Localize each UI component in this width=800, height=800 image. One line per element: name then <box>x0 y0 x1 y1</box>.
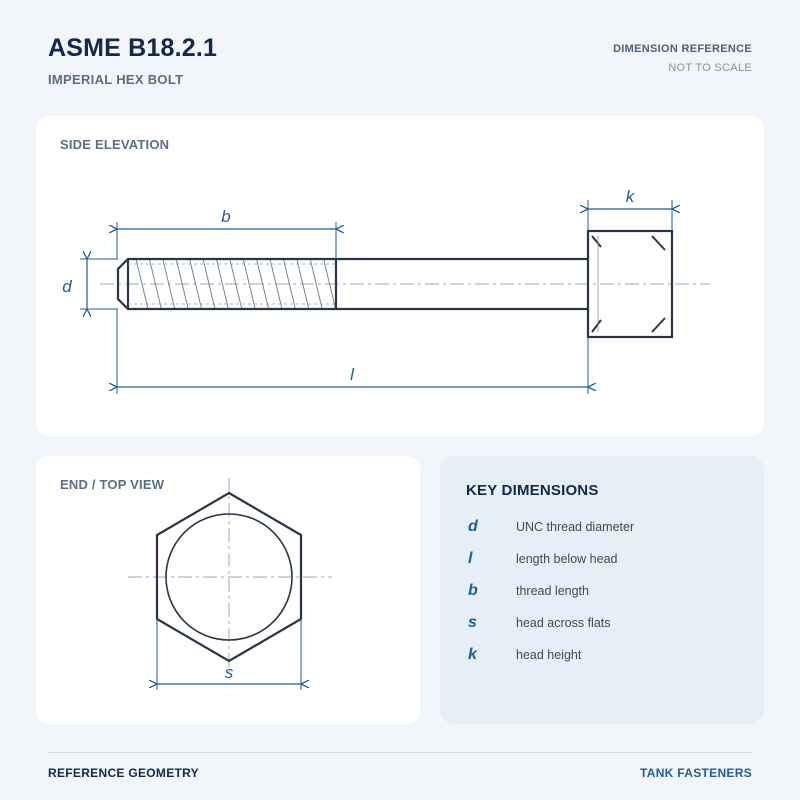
dimension-l-label: l <box>350 365 355 384</box>
end-view-drawing: s <box>128 478 332 690</box>
footer-divider <box>48 752 752 753</box>
dimension-s: s <box>157 619 301 690</box>
key-symbol: s <box>468 614 477 631</box>
bolt-shank-outline <box>334 257 588 311</box>
hex-head-outline <box>155 491 303 663</box>
key-description: head height <box>516 648 582 662</box>
bearing-face-circle <box>165 513 293 641</box>
reference-label: DIMENSION REFERENCE <box>613 43 752 55</box>
key-description: UNC thread diameter <box>516 520 635 534</box>
key-row-l: l length below head <box>466 550 746 582</box>
footer-brand: TANK FASTENERS <box>640 766 752 780</box>
key-row-d: d UNC thread diameter <box>466 518 746 550</box>
key-symbol: k <box>468 646 477 663</box>
side-elevation-card: SIDE ELEVATION <box>36 116 764 436</box>
key-row-b: b thread length <box>466 582 746 614</box>
side-elevation-label: SIDE ELEVATION <box>60 137 170 152</box>
key-symbol: b <box>468 582 478 599</box>
bolt-tip-outline <box>116 257 336 311</box>
key-description: thread length <box>516 584 589 598</box>
key-dimensions-card: KEY DIMENSIONS d UNC thread diameter l leng… <box>440 456 764 724</box>
bolt-head-outline <box>586 229 674 339</box>
dimension-k: k <box>588 187 672 231</box>
side-elevation-drawing: b k d l <box>62 187 710 394</box>
key-dimensions-title: KEY DIMENSIONS <box>466 482 599 499</box>
key-symbol: l <box>468 550 473 567</box>
page-subtitle: IMPERIAL HEX BOLT <box>48 72 184 87</box>
dimension-d-label: d <box>62 277 72 296</box>
key-description: length below head <box>516 552 618 566</box>
dimension-s-label: s <box>225 663 234 682</box>
key-dimensions-list: d UNC thread diameter l length below head b t… <box>466 518 746 678</box>
dimension-k-label: k <box>626 187 636 206</box>
dimension-b-label: b <box>221 207 230 226</box>
end-view-card: END / TOP VIEW s <box>36 456 420 724</box>
footer-left-label: REFERENCE GEOMETRY <box>48 766 199 780</box>
dimension-b: b <box>117 207 336 259</box>
key-row-s: s head across flats <box>466 614 746 646</box>
key-description: head across flats <box>516 616 611 630</box>
page-title: ASME B18.2.1 <box>48 34 218 62</box>
dimension-l: l <box>117 309 588 394</box>
key-symbol: d <box>468 518 478 535</box>
end-view-label: END / TOP VIEW <box>60 477 165 492</box>
dimension-d: d <box>62 259 118 309</box>
reference-note: NOT TO SCALE <box>668 62 752 74</box>
key-row-k: k head height <box>466 646 746 678</box>
threaded-section <box>135 258 337 310</box>
